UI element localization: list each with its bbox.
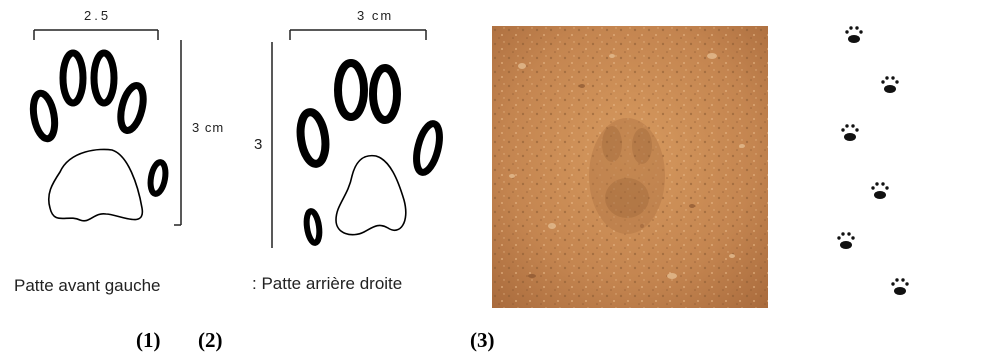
hind-paw-drawing	[240, 0, 485, 310]
hind-width-label: 3 cm	[357, 8, 393, 23]
paw-print-icon	[841, 124, 858, 141]
figure-label-1: (1)	[136, 328, 161, 353]
hind-height-label: 3	[254, 136, 265, 153]
front-width-label: 2.5	[84, 8, 111, 23]
front-height-label: 3 cm	[192, 120, 224, 135]
paw-print-in-soil-icon	[492, 26, 768, 308]
paw-trail-diagram	[770, 10, 990, 310]
front-paw-diagram: 2.5 3 cm Patte avant gauche	[0, 0, 240, 310]
figure-label-3: (3)	[470, 328, 495, 353]
paw-print-icon	[845, 26, 862, 43]
paw-print-photo	[492, 26, 768, 308]
paw-print-icon	[891, 278, 908, 295]
hind-paw-caption: : Patte arrière droite	[252, 274, 402, 294]
front-paw-caption: Patte avant gauche	[14, 276, 161, 296]
figure-label-2: (2)	[198, 328, 223, 353]
paw-print-icon	[881, 76, 898, 93]
paw-print-icon	[837, 232, 854, 249]
front-paw-drawing	[0, 0, 240, 310]
paw-print-icon	[871, 182, 888, 199]
paw-print-trail-icon	[770, 10, 990, 310]
hind-paw-diagram: 3 cm 3 : Patte arrière droite	[240, 0, 485, 310]
